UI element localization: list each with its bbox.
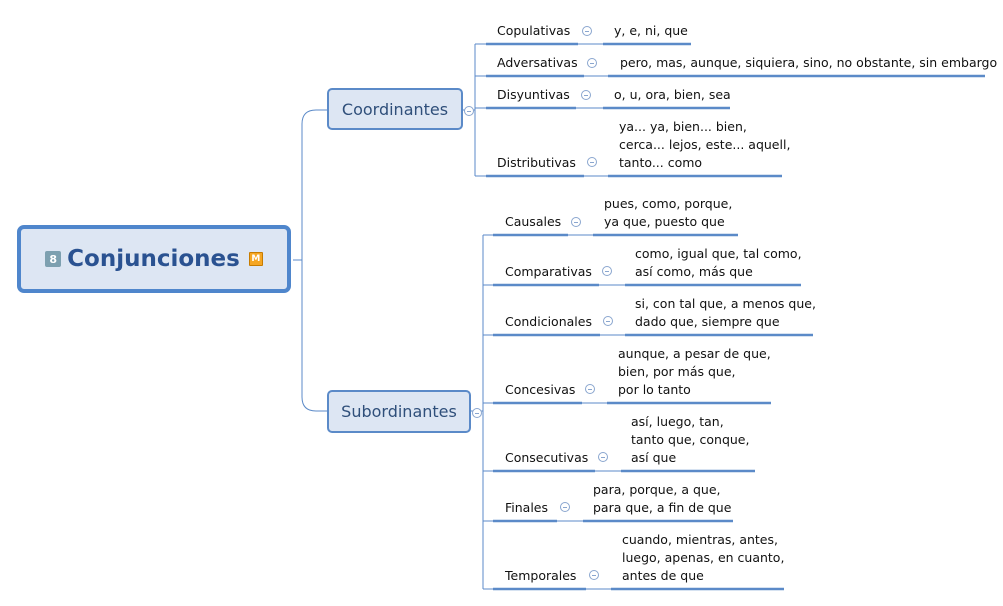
example-line: bien, por más que, [618, 364, 736, 379]
branch-coordinantes[interactable]: Coordinantes [327, 88, 463, 130]
example-line: tanto que, conque, [631, 432, 750, 447]
examples-condicionales: si, con tal que, a menos que, dado que, … [635, 295, 816, 331]
topic-temporales[interactable]: Temporales [505, 568, 577, 583]
example-line: y, e, ni, que [614, 23, 688, 38]
collapse-toggle-icon[interactable] [602, 266, 612, 276]
examples-distributivas: ya... ya, bien... bien, cerca... lejos, … [619, 118, 790, 172]
root-title: Conjunciones [67, 246, 240, 272]
topic-copulativas[interactable]: Copulativas [497, 23, 571, 38]
topic-disyuntivas[interactable]: Disyuntivas [497, 87, 570, 102]
example-line: aunque, a pesar de que, [618, 346, 771, 361]
example-line: luego, apenas, en cuanto, [622, 550, 785, 565]
collapse-toggle-icon[interactable] [472, 408, 482, 418]
example-line: así como, más que [635, 264, 753, 279]
topic-consecutivas[interactable]: Consecutivas [505, 450, 589, 465]
branch-connector [301, 109, 327, 125]
topic-comparativas[interactable]: Comparativas [505, 264, 592, 279]
examples-adversativas: pero, mas, aunque, siquiera, sino, no ob… [620, 54, 997, 72]
example-line: pues, como, porque, [604, 196, 733, 211]
example-line: cerca... lejos, este... aquell, [619, 137, 791, 152]
example-line: tanto... como [619, 155, 703, 170]
examples-consecutivas: así, luego, tan, tanto que, conque, así … [631, 413, 749, 467]
branch-label: Subordinantes [341, 402, 457, 421]
topic-finales[interactable]: Finales [505, 500, 549, 515]
topic-distributivas[interactable]: Distributivas [497, 155, 576, 170]
example-line: ya... ya, bien... bien, [619, 119, 747, 134]
root-topic[interactable]: 8 Conjunciones M [17, 225, 291, 293]
collapse-toggle-icon[interactable] [560, 502, 570, 512]
collapse-toggle-icon[interactable] [587, 58, 597, 68]
priority-badge: 8 [45, 251, 62, 267]
example-line: si, con tal que, a menos que, [635, 296, 816, 311]
collapse-toggle-icon[interactable] [464, 106, 474, 116]
examples-copulativas: y, e, ni, que [614, 22, 688, 40]
branch-connector [301, 124, 327, 412]
example-line: por lo tanto [618, 382, 691, 397]
example-line: así que [631, 450, 677, 465]
collapse-toggle-icon[interactable] [587, 157, 597, 167]
examples-finales: para, porque, a que, para que, a fin de … [593, 481, 731, 517]
collapse-toggle-icon[interactable] [603, 316, 613, 326]
topic-adversativas[interactable]: Adversativas [497, 55, 578, 70]
topic-causales[interactable]: Causales [505, 214, 562, 229]
collapse-toggle-icon[interactable] [598, 452, 608, 462]
examples-causales: pues, como, porque, ya que, puesto que [604, 195, 732, 231]
collapse-toggle-icon[interactable] [589, 570, 599, 580]
branch-label: Coordinantes [341, 99, 449, 119]
example-line: dado que, siempre que [635, 314, 780, 329]
example-line: como, igual que, tal como, [635, 246, 802, 261]
example-line: cuando, mientras, antes, [622, 532, 778, 547]
branch-subordinantes[interactable]: Subordinantes [327, 390, 471, 433]
example-line: pero, mas, aunque, siquiera, sino, no ob… [620, 55, 998, 70]
example-line: para, porque, a que, [593, 482, 721, 497]
collapse-toggle-icon[interactable] [585, 384, 595, 394]
task-marker-icon: M [248, 252, 263, 266]
example-line: así, luego, tan, [631, 414, 724, 429]
example-line: antes de que [622, 568, 704, 583]
topic-condicionales[interactable]: Condicionales [505, 314, 592, 329]
examples-disyuntivas: o, u, ora, bien, sea [614, 86, 731, 104]
topic-concesivas[interactable]: Concesivas [505, 382, 576, 397]
examples-concesivas: aunque, a pesar de que, bien, por más qu… [618, 345, 771, 399]
examples-comparativas: como, igual que, tal como, así como, más… [635, 245, 802, 281]
example-line: para que, a fin de que [593, 500, 732, 515]
collapse-toggle-icon[interactable] [571, 217, 581, 227]
example-line: o, u, ora, bien, sea [614, 87, 731, 102]
examples-temporales: cuando, mientras, antes, luego, apenas, … [622, 531, 784, 585]
collapse-toggle-icon[interactable] [582, 26, 592, 36]
collapse-toggle-icon[interactable] [581, 90, 591, 100]
example-line: ya que, puesto que [604, 214, 725, 229]
